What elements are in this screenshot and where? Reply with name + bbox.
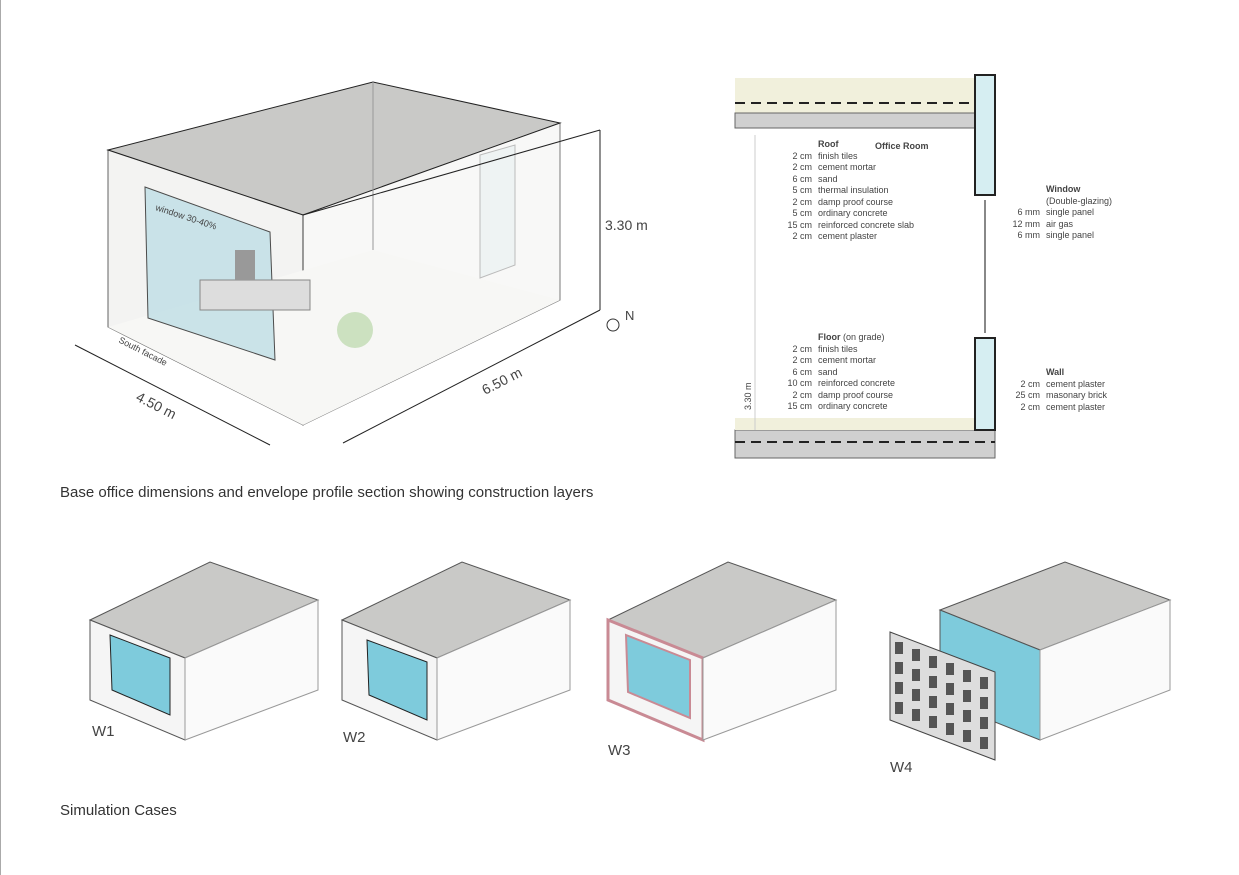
layer-material: cement plaster — [1046, 378, 1106, 389]
case-w1 — [88, 561, 320, 741]
layer-row: 5 cm ordinary concrete — [758, 208, 914, 220]
layer-row: 2 cm damp proof course — [758, 197, 914, 209]
layer-thickness: 25 cm — [1015, 390, 1040, 400]
layer-row: 2 cm finish tiles — [758, 344, 895, 356]
layer-material: thermal insulation — [818, 185, 889, 195]
height-dimension: 3.30 m — [605, 217, 648, 233]
layer-material: air gas — [1046, 218, 1074, 229]
case-label-w3: W3 — [608, 742, 631, 759]
layer-thickness: 2 cm — [792, 389, 812, 400]
figure-caption-2: Simulation Cases — [60, 802, 177, 819]
layer-material: sand — [818, 173, 838, 184]
layer-thickness: 2 cm — [792, 343, 812, 354]
layer-thickness: 2 cm — [792, 355, 812, 365]
layer-thickness: 5 cm — [792, 208, 812, 218]
layer-thickness: 2 cm — [1020, 401, 1040, 412]
layer-thickness: 2 cm — [1020, 378, 1040, 389]
layer-material: cement plaster — [818, 231, 878, 241]
layer-row: 2 cm damp proof course — [758, 390, 895, 402]
layer-row: 2 cm cement mortar — [758, 162, 914, 174]
layer-material: reinforced concrete — [818, 378, 896, 388]
case-drawings: W1 W2 W3 W4 — [88, 561, 1172, 776]
width-dimension: 4.50 m — [134, 388, 179, 422]
case-label-w2: W2 — [343, 729, 366, 746]
layer-row: 25 cm masonary brick — [986, 390, 1107, 402]
layer-row: 15 cm ordinary concrete — [758, 401, 895, 413]
layer-material: damp proof course — [818, 389, 894, 400]
envelope-section: 3.30 m Office Room — [734, 74, 996, 459]
layer-thickness: 2 cm — [792, 150, 812, 161]
layer-row: 2 cm cement plaster — [986, 402, 1107, 414]
layer-row: 6 mm single panel — [986, 230, 1112, 242]
layer-row: 2 cm cement plaster — [986, 379, 1107, 391]
layer-row: 5 cm thermal insulation — [758, 185, 914, 197]
layer-material: cement plaster — [1046, 401, 1106, 412]
layer-block-roof: Roof 2 cm finish tiles 2 cm cement mortar 6 c… — [758, 139, 914, 243]
layer-material: sand — [818, 366, 838, 377]
layer-row: 6 cm sand — [758, 174, 914, 186]
layer-material: finish tiles — [818, 150, 858, 161]
case-label-w1: W1 — [92, 723, 115, 740]
layer-subtitle: (on grade) — [843, 332, 885, 342]
layer-row: 10 cm reinforced concrete — [758, 378, 895, 390]
layer-thickness: 6 cm — [792, 173, 812, 184]
case-label-w4: W4 — [890, 759, 913, 776]
layer-material: single panel — [1046, 230, 1095, 240]
layer-thickness: 15 cm — [787, 401, 812, 411]
layer-material: cement mortar — [818, 162, 877, 172]
layer-row: 2 cm cement plaster — [758, 231, 914, 243]
layer-material: ordinary concrete — [818, 401, 888, 411]
layer-thickness: 15 cm — [787, 219, 812, 230]
layer-thickness: 6 mm — [1017, 230, 1041, 240]
layer-material: cement mortar — [818, 355, 877, 365]
layer-row: 12 mm air gas — [986, 219, 1112, 231]
north-arrow-label: N — [625, 308, 634, 323]
layer-material: reinforced concrete slab — [818, 219, 915, 230]
iso-room: window 30-40% 3.30 m South facade 4.50 m… — [74, 81, 648, 446]
layer-row: 15 cm reinforced concrete slab — [758, 220, 914, 232]
layer-material: ordinary concrete — [818, 208, 888, 218]
layer-row: 6 mm single panel — [986, 207, 1112, 219]
layer-thickness: 12 mm — [1012, 218, 1040, 229]
layer-material: masonary brick — [1046, 390, 1108, 400]
room-label: Office Room — [875, 141, 929, 151]
layer-thickness: 5 cm — [792, 185, 812, 195]
layer-subtitle: (Double-glazing) — [1046, 195, 1113, 206]
layer-material: finish tiles — [818, 343, 858, 354]
layer-thickness: 10 cm — [787, 378, 812, 388]
layer-thickness: 2 cm — [792, 231, 812, 241]
layer-row: 2 cm cement mortar — [758, 355, 895, 367]
layer-title: Floor — [818, 332, 841, 342]
layer-title: Roof — [818, 139, 839, 149]
layer-block-wall: Wall 2 cm cement plaster 25 cm masonary bric… — [986, 367, 1107, 413]
page-border — [0, 0, 1, 875]
layer-block-floor: Floor (on grade) 2 cm finish tiles 2 cm ceme… — [758, 332, 895, 413]
case-w3 — [606, 561, 838, 743]
layer-thickness: 2 cm — [792, 162, 812, 172]
layer-row: 6 cm sand — [758, 367, 895, 379]
layer-thickness: 2 cm — [792, 196, 812, 207]
section-height-label: 3.30 m — [743, 382, 753, 410]
layer-title: Window — [1046, 184, 1081, 194]
figure-caption-1: Base office dimensions and envelope prof… — [60, 484, 594, 501]
layer-row: 2 cm finish tiles — [758, 151, 914, 163]
case-w2 — [340, 561, 572, 741]
window-glass — [144, 186, 276, 361]
case-w4 — [889, 561, 1172, 761]
layer-material: single panel — [1046, 207, 1095, 217]
layer-thickness: 6 mm — [1017, 207, 1041, 217]
layer-material: damp proof course — [818, 196, 894, 207]
layer-title: Wall — [1046, 367, 1065, 377]
layer-thickness: 6 cm — [792, 366, 812, 377]
